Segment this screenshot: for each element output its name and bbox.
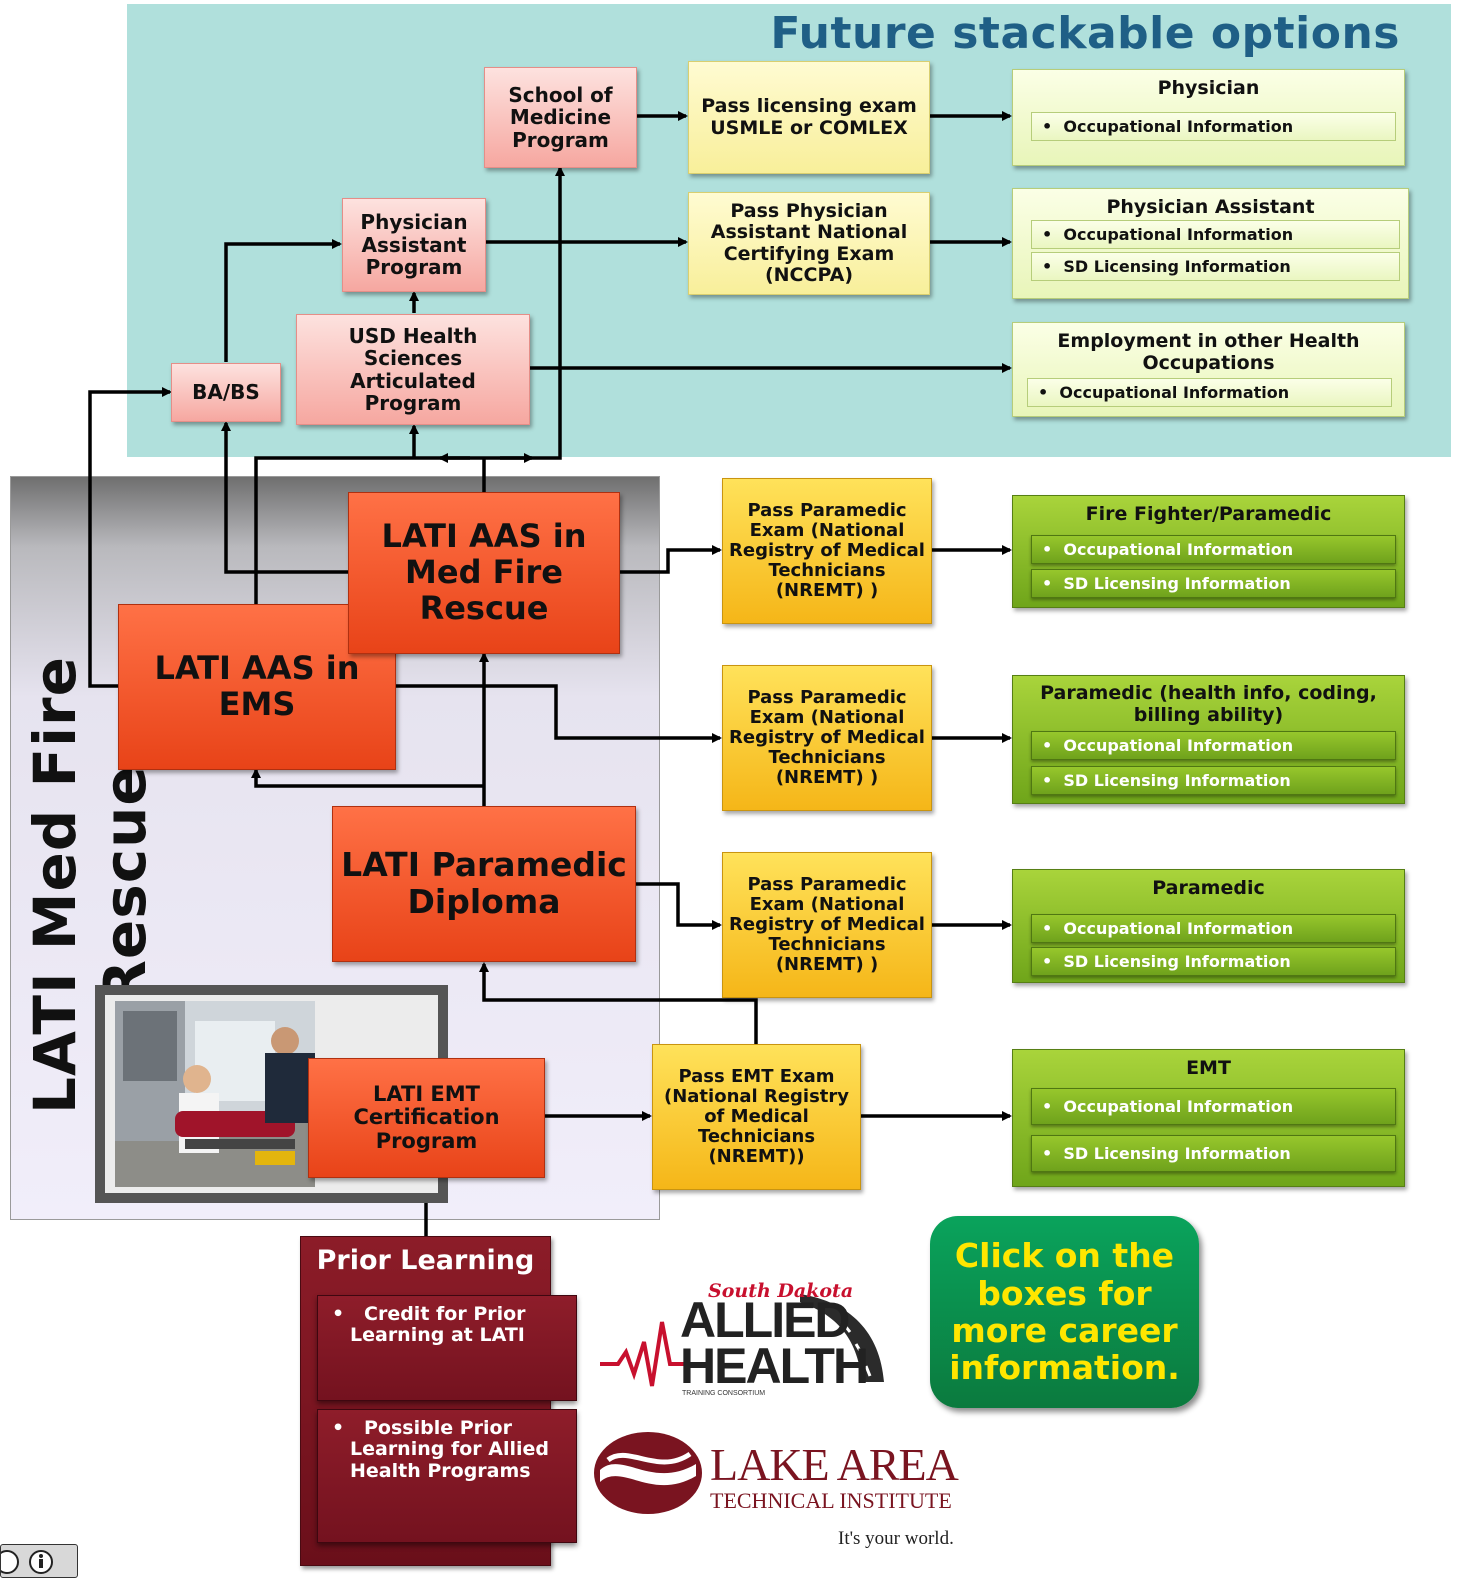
- paramedic-coding-licensing-info-link[interactable]: SD Licensing Information: [1031, 765, 1396, 795]
- physician-occupational-info-link[interactable]: Occupational Information: [1031, 111, 1396, 141]
- possible-prior-learning-link[interactable]: Possible Prior Learning for Allied Healt…: [317, 1409, 577, 1543]
- career-employment-other-title: Employment in other Health Occupations: [1057, 330, 1360, 374]
- usd-health-sciences-program-box[interactable]: USD Health Sciences Articulated Program: [296, 314, 530, 425]
- ba-bs-box[interactable]: BA/BS: [171, 363, 281, 422]
- physician-assistant-program-box[interactable]: Physician Assistant Program: [342, 198, 486, 292]
- career-emt-box[interactable]: EMT Occupational Information SD Licensin…: [1012, 1049, 1405, 1187]
- career-paramedic-title: Paramedic: [1152, 877, 1265, 899]
- aas-med-fire-rescue-box[interactable]: LATI AAS in Med Fire Rescue: [348, 492, 620, 654]
- emt-occupational-info-link[interactable]: Occupational Information: [1031, 1087, 1396, 1125]
- allied-health-logo: South Dakota ALLIED HEALTH TRAINING CONS…: [600, 1280, 890, 1400]
- career-fire-fighter-box[interactable]: Fire Fighter/Paramedic Occupational Info…: [1012, 495, 1405, 608]
- allied-health-script: South Dakota: [708, 1280, 854, 1302]
- nccpa-exam-box[interactable]: Pass Physician Assistant National Certif…: [688, 192, 930, 295]
- ambulance-photo: [115, 1001, 315, 1187]
- paramedic-licensing-info-link[interactable]: SD Licensing Information: [1031, 946, 1396, 976]
- lake-area-tagline: It's your world.: [838, 1528, 954, 1549]
- lake-area-line2: TECHNICAL INSTITUTE: [710, 1488, 952, 1513]
- allied-health-tag: TRAINING CONSORTIUM: [682, 1390, 766, 1397]
- career-paramedic-coding-title: Paramedic (health info, coding, billing …: [1040, 682, 1377, 726]
- cc-by-icon: [0, 1550, 53, 1574]
- fire-fighter-occupational-info-link[interactable]: Occupational Information: [1031, 534, 1396, 564]
- career-employment-other-box[interactable]: Employment in other Health Occupations O…: [1012, 322, 1405, 417]
- pa-occupational-info-link[interactable]: Occupational Information: [1031, 219, 1400, 249]
- paramedic-exam-box-1[interactable]: Pass Paramedic Exam (National Registry o…: [722, 478, 932, 624]
- career-physician-assistant-title: Physician Assistant: [1106, 196, 1315, 218]
- pa-licensing-info-link[interactable]: SD Licensing Information: [1031, 251, 1400, 281]
- lake-area-emblem: [594, 1432, 702, 1514]
- paramedic-occupational-info-link[interactable]: Occupational Information: [1031, 913, 1396, 943]
- paramedic-exam-box-2[interactable]: Pass Paramedic Exam (National Registry o…: [722, 665, 932, 811]
- allied-health-line2: HEALTH: [680, 1338, 869, 1394]
- career-paramedic-box[interactable]: Paramedic Occupational Information SD Li…: [1012, 869, 1405, 983]
- click-callout: Click on the boxes for more career infor…: [930, 1216, 1199, 1408]
- prior-learning-title: Prior Learning: [316, 1245, 535, 1276]
- school-of-medicine-program-box[interactable]: School of Medicine Program: [484, 67, 637, 168]
- lake-area-logo: LAKE AREA TECHNICAL INSTITUTE It's your …: [592, 1430, 972, 1555]
- career-physician-box[interactable]: Physician Occupational Information: [1012, 69, 1405, 166]
- career-physician-title: Physician: [1157, 77, 1260, 99]
- usmle-exam-box[interactable]: Pass licensing exam USMLE or COMLEX: [688, 61, 930, 174]
- emt-certification-program-box[interactable]: LATI EMT Certification Program: [308, 1058, 545, 1178]
- cc-license-badge: [0, 1544, 78, 1578]
- paramedic-diploma-box[interactable]: LATI Paramedic Diploma: [332, 806, 636, 962]
- future-options-title: Future stackable options: [770, 8, 1400, 59]
- career-physician-assistant-box[interactable]: Physician Assistant Occupational Informa…: [1012, 188, 1409, 299]
- career-emt-title: EMT: [1186, 1057, 1231, 1079]
- paramedic-exam-box-3[interactable]: Pass Paramedic Exam (National Registry o…: [722, 852, 932, 998]
- lake-area-line1: LAKE AREA: [710, 1439, 959, 1490]
- career-paramedic-coding-box[interactable]: Paramedic (health info, coding, billing …: [1012, 675, 1405, 804]
- career-fire-fighter-title: Fire Fighter/Paramedic: [1085, 503, 1332, 525]
- allied-health-logo-graphic: [600, 1294, 884, 1387]
- paramedic-coding-occupational-info-link[interactable]: Occupational Information: [1031, 730, 1396, 760]
- employment-occupational-info-link[interactable]: Occupational Information: [1027, 377, 1392, 407]
- aas-ems-box[interactable]: LATI AAS in EMS: [118, 604, 396, 770]
- allied-health-line1: ALLIED: [680, 1292, 851, 1348]
- fire-fighter-licensing-info-link[interactable]: SD Licensing Information: [1031, 568, 1396, 598]
- emt-licensing-info-link[interactable]: SD Licensing Information: [1031, 1134, 1396, 1172]
- prior-learning-box[interactable]: Prior Learning Credit for Prior Learning…: [300, 1236, 577, 1566]
- emt-exam-box[interactable]: Pass EMT Exam (National Registry of Medi…: [652, 1044, 861, 1190]
- credit-prior-learning-link[interactable]: Credit for Prior Learning at LATI: [317, 1295, 577, 1401]
